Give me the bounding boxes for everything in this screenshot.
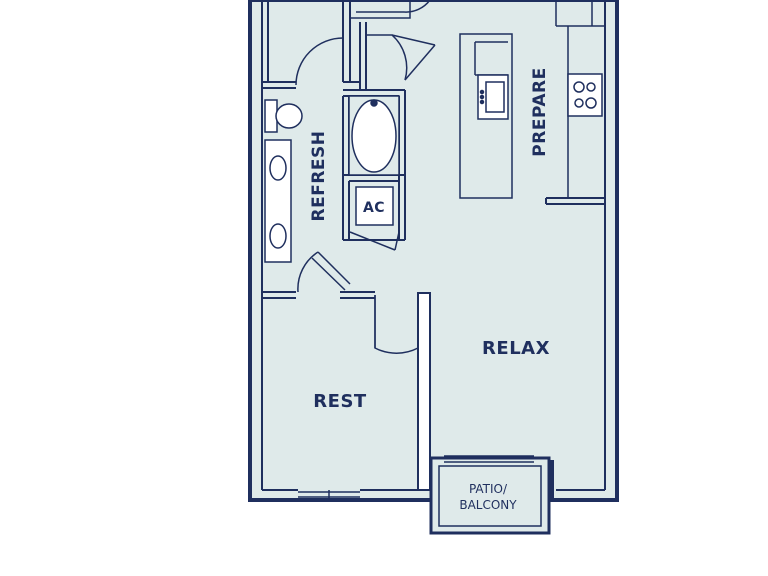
stove-icon	[567, 73, 603, 117]
kitchen-sink-icon	[477, 74, 509, 120]
kitchen-partition	[545, 197, 605, 205]
apartment-floor	[248, 0, 619, 502]
bedroom-door	[374, 295, 419, 354]
room-label-prepare: PREPARE	[530, 67, 550, 156]
room-label-refresh: REFRESH	[309, 131, 329, 222]
room-label-ac: AC	[363, 200, 385, 216]
ac-unit	[355, 186, 394, 226]
closet-doors	[295, 0, 436, 86]
bathtub-icon	[348, 95, 400, 176]
patio-label-line1: PATIO/	[469, 482, 508, 496]
bathroom-door	[297, 251, 351, 293]
bedroom-partition	[262, 291, 431, 491]
sink-icon	[264, 139, 292, 263]
patio-label-line2: BALCONY	[459, 498, 517, 512]
room-label-relax: RELAX	[482, 338, 550, 359]
toilet-icon	[264, 99, 303, 133]
room-label-rest: REST	[313, 391, 367, 412]
bottom-window	[298, 490, 360, 500]
ac-door	[349, 231, 400, 251]
patio-inner-border	[438, 465, 542, 527]
patio-balcony	[429, 456, 551, 535]
patio-sliding-door	[444, 455, 534, 463]
